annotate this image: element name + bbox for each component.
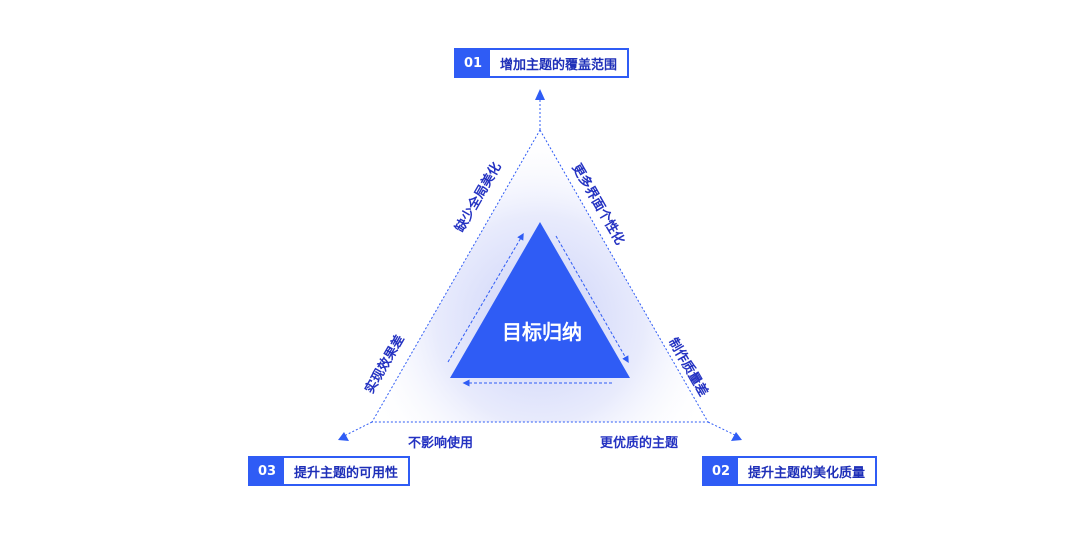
outer-triangle — [371, 128, 709, 423]
left-arrow-icon — [338, 432, 349, 441]
node-02-label: 提升主题的美化质量 — [748, 465, 866, 481]
node-01-label: 增加主题的覆盖范围 — [500, 57, 618, 73]
inner-triangle — [450, 222, 630, 378]
left-extension-line — [343, 421, 373, 437]
node-03: 03 提升主题的可用性 — [248, 456, 411, 486]
center-label: 目标归纳 — [502, 320, 582, 344]
node-03-number: 03 — [250, 458, 284, 484]
right-extension-line — [707, 421, 738, 437]
node-02-number: 02 — [704, 458, 738, 484]
edge-label-bottom-left: 不影响使用 — [408, 436, 474, 451]
flow-arrow-left — [447, 232, 524, 363]
node-01: 01 增加主题的覆盖范围 — [454, 48, 630, 78]
top-arrow-icon — [535, 89, 545, 100]
flow-arrow-right — [555, 235, 629, 364]
node-03-label: 提升主题的可用性 — [294, 465, 399, 481]
edge-label-bottom-right: 更优质的主题 — [600, 436, 679, 451]
node-02: 02 提升主题的美化质量 — [702, 456, 878, 486]
node-01-number: 01 — [456, 50, 490, 76]
right-arrow-icon — [731, 432, 742, 441]
